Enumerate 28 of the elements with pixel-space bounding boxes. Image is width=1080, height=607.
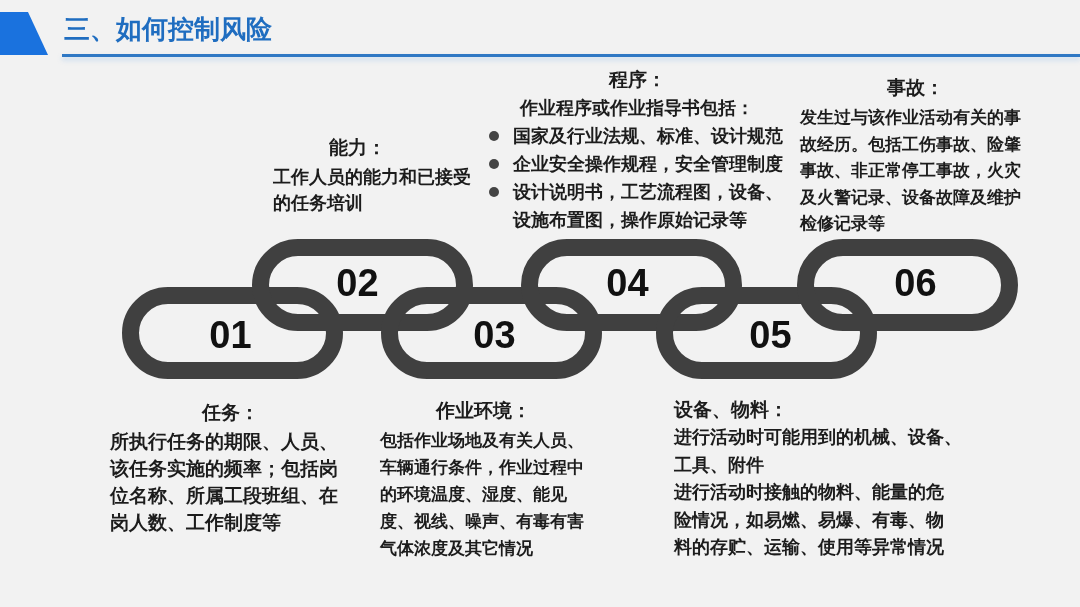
link-number: 06 (894, 263, 937, 303)
link-number: 05 (749, 315, 792, 355)
chain-link (381, 287, 602, 379)
link-heading: 能力： (327, 135, 387, 160)
chain-link (656, 287, 877, 379)
description-text: 包括作业场地及有关人员、车辆通行条件，作业过程中的环境温度、湿度、能见度、视线、噪声、有毒有害气体浓度及其它情况 (380, 429, 585, 560)
link-heading: 程序： (607, 67, 667, 92)
title: 三、如何控制风险 (64, 13, 272, 45)
link-heading: 设备、物料： (674, 397, 789, 422)
chain-link (252, 239, 473, 331)
bullet-text: 企业安全操作规程，安全管理制度 (513, 152, 784, 176)
description-text: 进行活动时接触的物料、能量的危险情况，如易燃、易爆、有毒、物料的存贮、运输、使用等异常情况 (674, 480, 945, 559)
link-heading: 事故： (885, 75, 945, 100)
link-number: 03 (473, 315, 516, 355)
link-number: 02 (336, 263, 379, 303)
description-text: 所执行任务的期限、人员、该任务实施的频率；包括岗位名称、所属工段班组、在岗人数、工作制度等 (110, 430, 339, 535)
link-heading: 作业环境： (434, 398, 532, 423)
description-text: 工作人员的能力和已接受的任务培训 (273, 165, 472, 215)
link-number: 01 (209, 315, 252, 355)
chain-link (797, 239, 1018, 331)
link-heading: 任务： (200, 400, 260, 425)
intro-text: 作业程序或作业指导书包括： (518, 96, 755, 120)
bullet-text: 设计说明书，工艺流程图，设备、设施布置图，操作原始记录等 (513, 180, 784, 232)
description-text: 发生过与该作业活动有关的事故经历。包括工伤事故、险肇事故、非正常停工事故，火灾及火警记录、设备故障及维护检修记录等 (800, 106, 1022, 235)
bullet-text: 国家及行业法规、标准、设计规范 (513, 124, 784, 148)
description-text: 进行活动时可能用到的机械、设备、工具、附件 (674, 425, 963, 477)
link-number: 04 (606, 263, 649, 303)
chain-link (521, 239, 742, 331)
